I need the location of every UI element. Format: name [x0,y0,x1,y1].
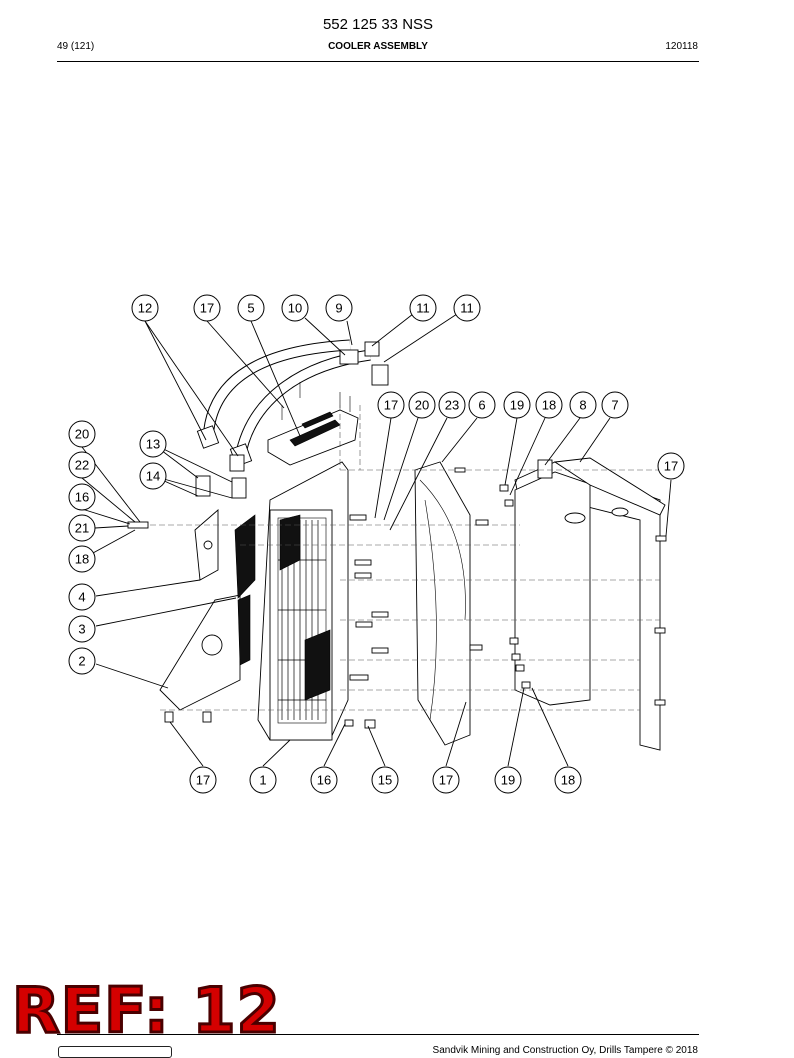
callout-label: 1 [259,773,266,788]
side-panel [159,509,256,711]
callout-bubble: 23 [438,391,466,419]
callout-label: 18 [542,398,556,413]
callout-label: 2 [78,654,85,669]
callout-bubble: 22 [68,451,96,479]
callout-label: 15 [378,773,392,788]
header-rule [57,61,699,62]
callout-bubble: 11 [453,294,481,322]
oil-cooler [514,457,666,751]
callout-bubble: 12 [131,294,159,322]
callout-label: 17 [196,773,210,788]
callout-label: 7 [611,398,618,413]
callout-bubble: 4 [68,583,96,611]
callout-label: 5 [247,301,254,316]
callout-bubble: 6 [468,391,496,419]
callout-bubble: 18 [554,766,582,794]
callout-label: 6 [478,398,485,413]
callout-bubble: 19 [494,766,522,794]
callout-bubble: 2 [68,647,96,675]
fan-shroud [414,461,471,746]
callout-label: 17 [200,301,214,316]
callout-label: 20 [415,398,429,413]
callout-label: 18 [561,773,575,788]
callout-label: 11 [416,301,430,316]
callout-label: 10 [288,301,302,316]
callout-bubble: 16 [68,483,96,511]
callout-label: 13 [146,437,160,452]
callout-bubble: 13 [139,430,167,458]
callout-bubble: 16 [310,766,338,794]
callout-bubble: 18 [535,391,563,419]
company-logo [58,1046,172,1058]
document-number: 552 125 33 NSS [322,16,434,33]
page-title: COOLER ASSEMBLY [328,41,428,52]
callout-mid-group: 17 20 23 6 19 18 8 7 [377,391,629,419]
callout-label: 11 [460,301,474,316]
callout-label: 9 [335,301,342,316]
callout-bubble: 11 [409,294,437,322]
callout-bubble: 20 [68,420,96,448]
callout-bubble: 17 [657,452,685,480]
callout-label: 22 [75,458,89,473]
callout-bottom-group: 17 1 16 15 17 19 18 [189,766,582,794]
fasteners [127,467,667,729]
callout-bubble: 15 [371,766,399,794]
radiator-core [257,461,349,741]
footer-copyright: Sandvik Mining and Construction Oy, Dril… [432,1045,698,1056]
callout-label: 18 [75,552,89,567]
callout-label: 20 [75,427,89,442]
callout-bubble: 17 [193,294,221,322]
callout-label: 4 [78,590,85,605]
hose-assembly [195,339,389,499]
callout-bubble: 18 [68,545,96,573]
footer-rule [57,1034,699,1035]
callout-bubble: 7 [601,391,629,419]
leader-lines [81,313,672,767]
revision-code: 120118 [665,41,698,52]
callout-label: 19 [510,398,524,413]
callout-right-group: 17 [657,452,685,480]
callout-bubble: 1 [249,766,277,794]
callout-label: 17 [439,773,453,788]
callout-label: 17 [664,459,678,474]
callout-label: 16 [317,773,331,788]
callout-bubble: 17 [432,766,460,794]
callout-label: 12 [138,301,152,316]
callout-bubble: 19 [503,391,531,419]
callout-label: 14 [146,469,160,484]
callout-label: 17 [384,398,398,413]
callout-bubble: 5 [237,294,265,322]
callout-bubble: 9 [325,294,353,322]
callout-bubble: 21 [68,514,96,542]
callout-left-group: 20 22 16 21 18 13 14 4 3 2 [68,420,167,675]
reference-stamp: REF: 12 [11,974,282,1047]
callout-label: 16 [75,490,89,505]
callout-bubble: 14 [139,462,167,490]
callout-top-group: 12 17 5 10 9 11 11 [131,294,481,322]
callout-bubble: 3 [68,615,96,643]
callout-label: 8 [579,398,586,413]
callout-bubble: 20 [408,391,436,419]
callout-label: 21 [75,521,89,536]
callout-bubble: 17 [377,391,405,419]
page-number: 49 (121) [57,41,95,52]
callout-bubble: 8 [569,391,597,419]
construction-lines [150,405,660,711]
callout-bubble: 17 [189,766,217,794]
callout-bubble: 10 [281,294,309,322]
callout-label: 19 [501,773,515,788]
callout-label: 23 [445,398,459,413]
callout-label: 3 [78,622,85,637]
